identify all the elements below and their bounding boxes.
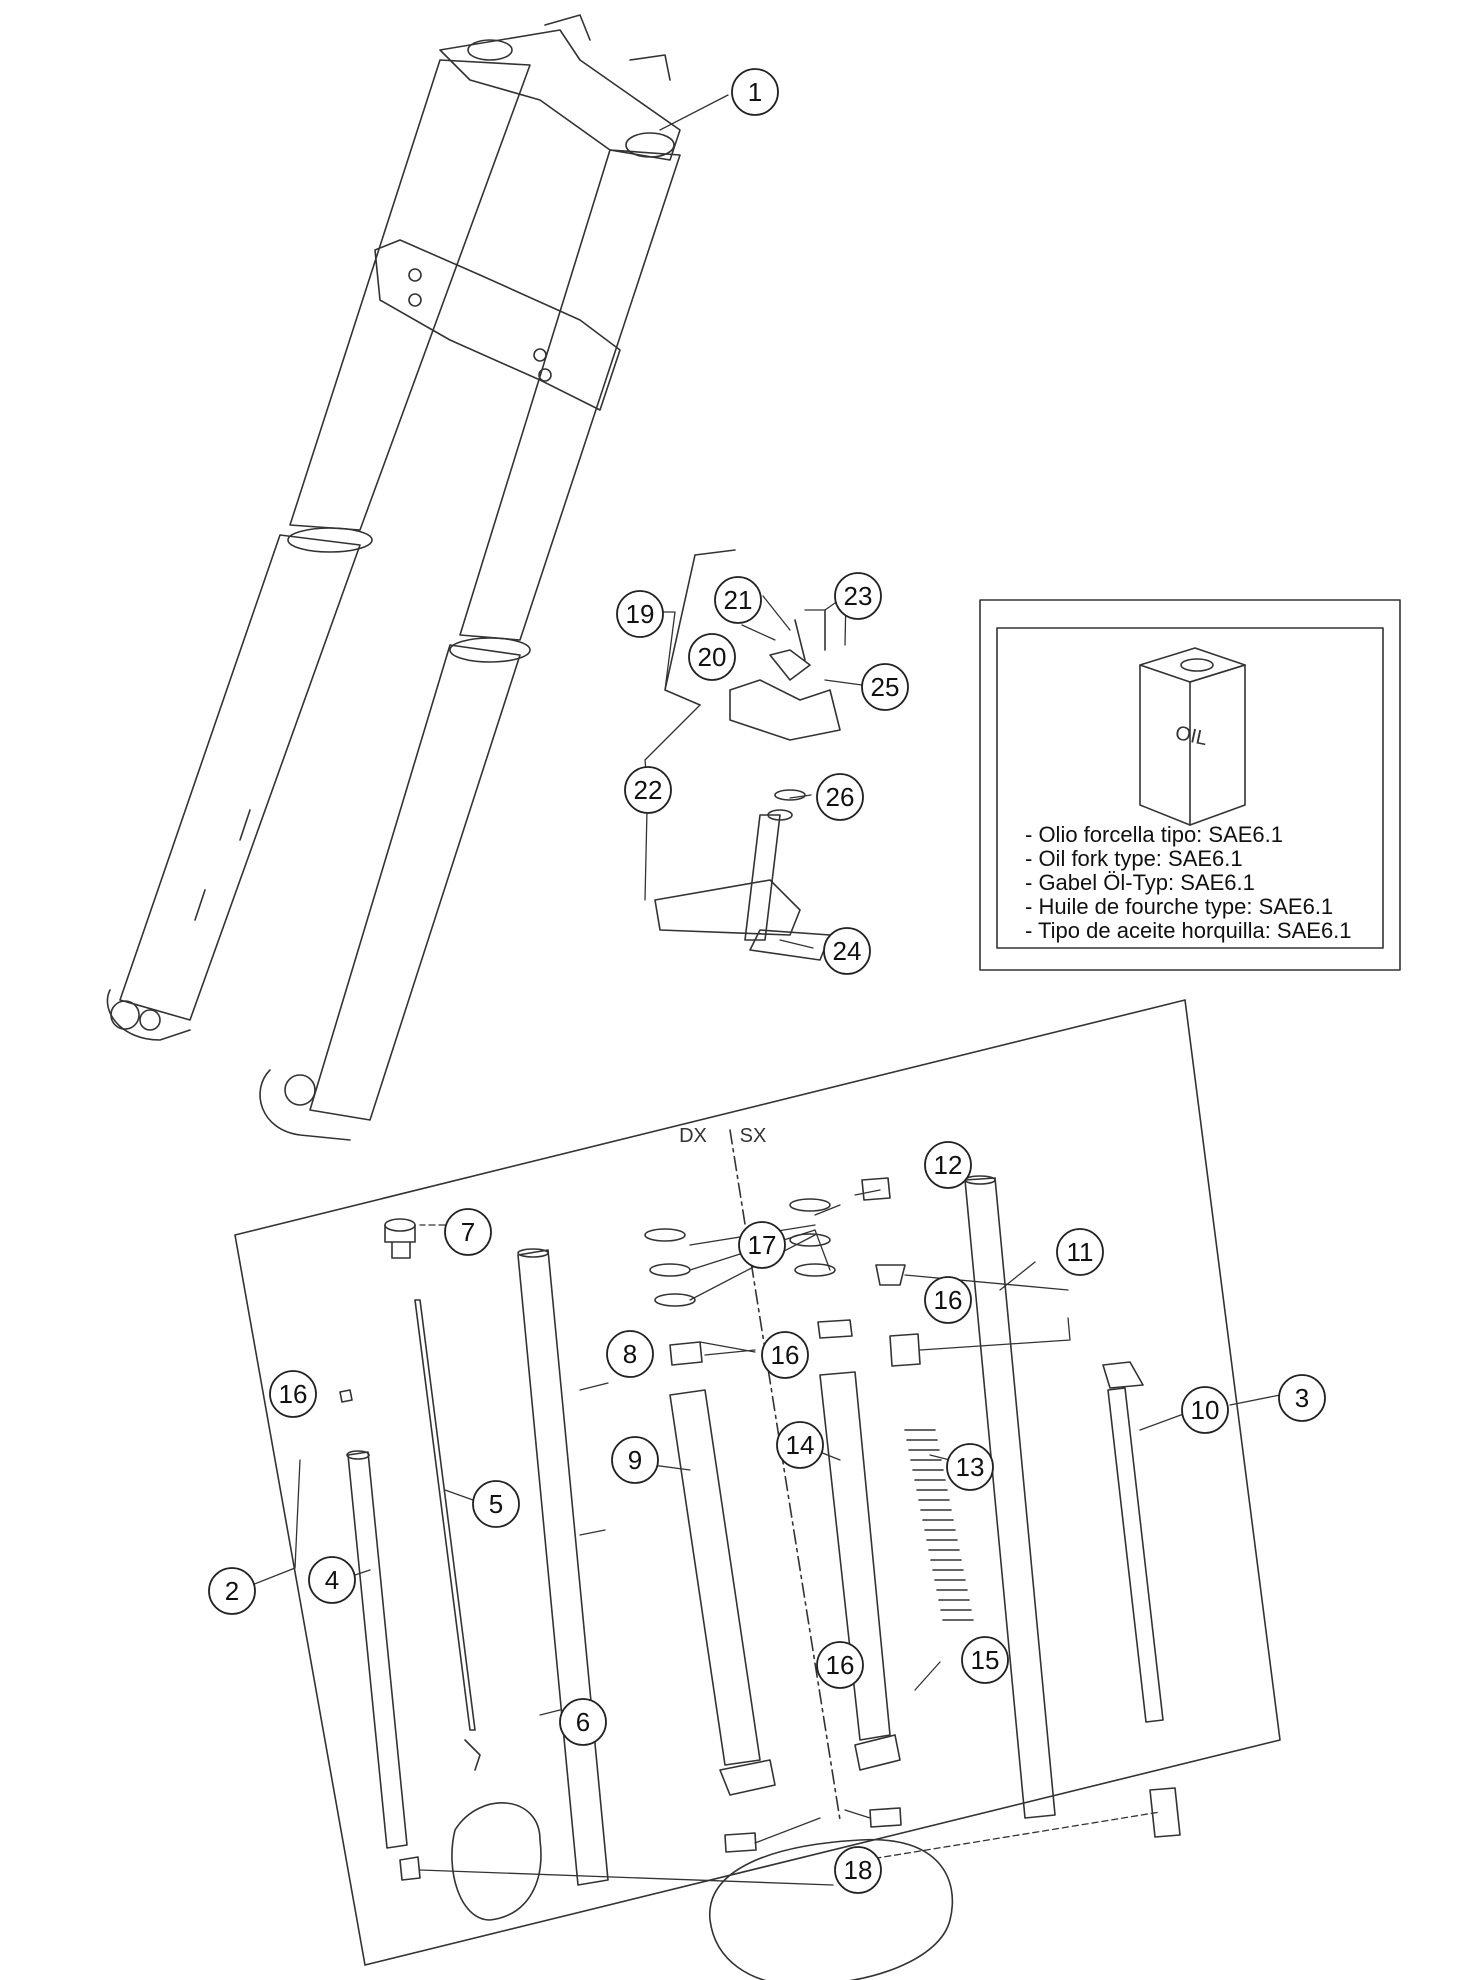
callout-7: [444, 1208, 492, 1256]
callout-label-17: 17: [748, 1230, 777, 1260]
callout-label-3: 3: [1295, 1383, 1309, 1413]
callout-label-22: 22: [634, 775, 663, 805]
part-16e: [889, 1333, 921, 1367]
callout-16-a: [924, 1276, 972, 1324]
side-label-dx: DX: [679, 1125, 707, 1147]
callout-label-13: 13: [956, 1452, 985, 1482]
callout-17: [738, 1221, 786, 1269]
callout-23: [834, 572, 882, 620]
callout-3: [1278, 1374, 1326, 1422]
callout-14: [776, 1421, 824, 1469]
callouts: [208, 68, 1326, 1894]
callout-label-11: 11: [1067, 1237, 1094, 1267]
callout-label-2: 2: [225, 1576, 239, 1606]
callout-22: [624, 766, 672, 814]
callout-12: [924, 1141, 972, 1189]
oil-note-line-fr: - Huile de fourche type: SAE6.1: [1025, 894, 1333, 919]
callout-label-1: 1: [748, 77, 762, 107]
callout-label-5: 5: [489, 1489, 503, 1519]
part-9: [669, 1389, 776, 1796]
callout-labels: 1 19 21 23 20 25 22 26 24 7 12 17 11 16 …: [225, 77, 1309, 1885]
side-label-sx: SX: [740, 1125, 767, 1147]
part-16c: [817, 1319, 853, 1339]
callout-label-16-b: 16: [771, 1340, 800, 1370]
callout-label-10: 10: [1191, 1395, 1220, 1425]
callout-label-8: 8: [623, 1339, 637, 1369]
callout-13: [946, 1443, 994, 1491]
callout-25: [861, 663, 909, 711]
leader-lines: [251, 94, 1281, 1886]
callout-2: [208, 1567, 256, 1615]
part-17: [644, 1198, 836, 1307]
part-6: [451, 1802, 542, 1921]
callout-11: [1056, 1228, 1104, 1276]
parts-frame: [234, 999, 1281, 1966]
callout-1: [731, 68, 779, 116]
callout-label-26: 26: [826, 782, 855, 812]
oil-note-line-it: - Olio forcella tipo: SAE6.1: [1025, 822, 1283, 847]
callout-label-12: 12: [934, 1150, 963, 1180]
callout-label-14: 14: [786, 1430, 815, 1460]
callout-9: [611, 1436, 659, 1484]
part-12: [861, 1177, 891, 1201]
oil-note-line-es: - Tipo de aceite horquilla: SAE6.1: [1025, 918, 1352, 943]
callout-8: [606, 1330, 654, 1378]
oil-can-label: OIL: [1173, 722, 1209, 750]
part-4: [346, 1450, 408, 1849]
callout-16-d: [816, 1641, 864, 1689]
callout-label-7: 7: [461, 1217, 475, 1247]
part-14: [819, 1371, 901, 1771]
callout-6: [559, 1698, 607, 1746]
callout-21: [714, 576, 762, 624]
callout-label-23: 23: [844, 581, 873, 611]
part-7: [384, 1218, 416, 1259]
oil-note-text: - Olio forcella tipo: SAE6.1 - Oil fork …: [1025, 822, 1352, 943]
part-10: [1102, 1361, 1164, 1723]
callout-19: [616, 590, 664, 638]
callout-5: [472, 1480, 520, 1528]
callout-15: [961, 1636, 1009, 1684]
oil-can-icon: [1139, 647, 1246, 826]
callout-label-15: 15: [971, 1645, 1000, 1675]
part-5: [414, 1299, 481, 1771]
callout-label-16-c: 16: [279, 1379, 308, 1409]
callout-label-4: 4: [325, 1565, 339, 1595]
callout-label-18: 18: [844, 1855, 873, 1885]
part-16f: [724, 1832, 757, 1853]
part-16g: [869, 1807, 902, 1828]
callout-label-21: 21: [724, 585, 753, 615]
callout-label-6: 6: [576, 1707, 590, 1737]
callout-10: [1181, 1386, 1229, 1434]
front-fork-assembly-illustration: [106, 14, 681, 1141]
callout-4: [308, 1556, 356, 1604]
callout-label-9: 9: [628, 1445, 642, 1475]
callout-label-24: 24: [833, 936, 862, 966]
callout-16-c: [269, 1370, 317, 1418]
part-16a: [339, 1389, 353, 1403]
callout-label-20: 20: [698, 642, 727, 672]
part-8: [517, 1248, 609, 1886]
part-16b: [669, 1341, 703, 1366]
oil-note-line-de: - Gabel Öl-Typ: SAE6.1: [1025, 870, 1255, 895]
part-18a: [399, 1856, 421, 1881]
callout-label-16-a: 16: [934, 1285, 963, 1315]
part-16d: [875, 1264, 906, 1286]
callout-20: [688, 633, 736, 681]
part-11: [964, 1175, 1056, 1819]
callout-26: [816, 773, 864, 821]
callout-24: [823, 927, 871, 975]
callout-label-19: 19: [626, 599, 655, 629]
part-18b: [1149, 1787, 1181, 1838]
callout-16-b: [761, 1331, 809, 1379]
callout-18: [834, 1846, 882, 1894]
callout-label-16-d: 16: [826, 1650, 855, 1680]
callout-label-25: 25: [871, 672, 900, 702]
part-13: [904, 1429, 974, 1621]
oil-note-box: [979, 599, 1401, 971]
oil-note-line-en: - Oil fork type: SAE6.1: [1025, 846, 1243, 871]
